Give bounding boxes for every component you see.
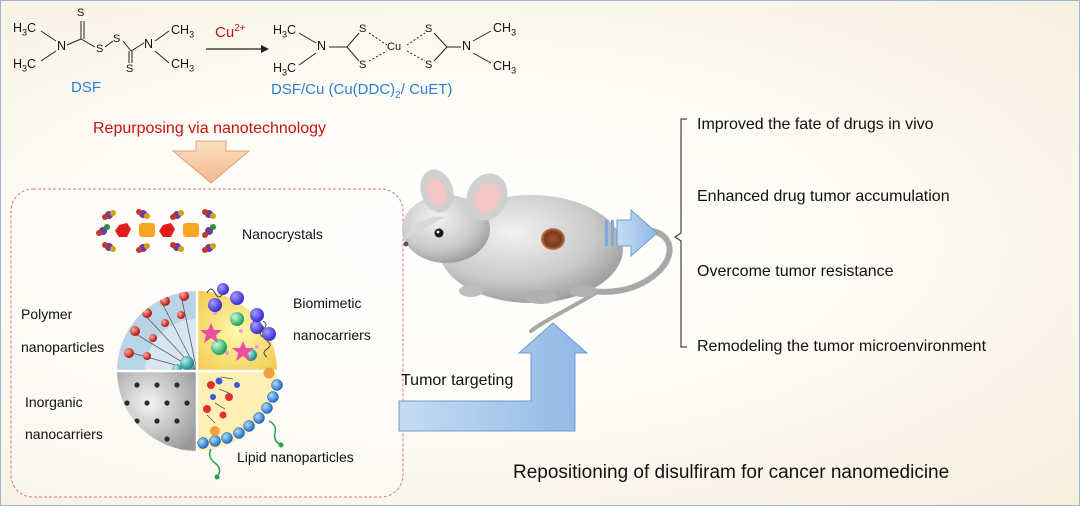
atom-h3c-4: H3C [273, 61, 297, 78]
dsf-label: DSF [71, 79, 101, 96]
outcome-arrow [605, 208, 658, 258]
cu-complex-structure [298, 30, 492, 66]
outcome-bracket [673, 118, 687, 348]
atom-h3c-1: H3C [13, 21, 37, 38]
down-arrow [171, 140, 251, 184]
outcome-3: Overcome tumor resistance [697, 263, 894, 280]
atom-s-3: S [113, 33, 121, 45]
biomimetic-label-1: Biomimetic [293, 295, 362, 311]
inorganic-label-2: nanocarriers [25, 426, 103, 442]
nanocrystals-label: Nanocrystals [242, 226, 323, 242]
reaction-arrow [206, 45, 269, 53]
tumor-targeting-arrow [398, 322, 589, 432]
caption: Repositioning of disulfiram for cancer n… [513, 462, 950, 483]
inorganic-label-1: Inorganic [25, 394, 83, 410]
atom-ch3-2: CH3 [171, 57, 195, 74]
mouse-illustration [402, 169, 673, 333]
atom-n-3: N [317, 39, 327, 53]
tumor-targeting-label: Tumor targeting [401, 372, 514, 389]
atom-s-4: S [126, 63, 134, 75]
atom-s-7: S [425, 23, 433, 35]
outcome-2: Enhanced drug tumor accumulation [697, 188, 950, 205]
atom-s-8: S [425, 59, 433, 71]
biomimetic-label-2: nanocarriers [293, 327, 371, 343]
atom-cu: Cu [387, 41, 402, 53]
outcome-1: Improved the fate of drugs in vivo [697, 116, 934, 133]
atom-h3c-3: H3C [273, 23, 297, 40]
polymer-label-1: Polymer [21, 306, 73, 322]
atom-s-1: S [77, 7, 85, 19]
polymer-label-2: nanoparticles [21, 339, 105, 355]
biomimetic-surface [206, 283, 276, 358]
atom-s-5: S [359, 23, 367, 35]
nanocrystals-graphic [96, 209, 216, 253]
atom-ch3-1: CH3 [171, 23, 195, 40]
atom-n-4: N [462, 39, 472, 53]
lipid-label: Lipid nanoparticles [237, 449, 354, 465]
lipid-bilayer [197, 367, 284, 480]
atom-n-1: N [57, 39, 67, 53]
atom-s-2: S [96, 43, 104, 55]
product-label: DSF/Cu (Cu(DDC)2/ CuET) [271, 81, 453, 101]
atom-h3c-2: H3C [13, 57, 37, 74]
outcome-4: Remodeling the tumor microenvironment [697, 338, 987, 355]
atom-ch3-4: CH3 [493, 59, 517, 76]
dsf-structure [40, 21, 170, 64]
repurposing-label: Repurposing via nanotechnology [93, 120, 327, 137]
atom-s-6: S [359, 59, 367, 71]
reagent-label: Cu2+ [215, 23, 246, 41]
atom-n-2: N [144, 37, 154, 51]
atom-ch3-3: CH3 [493, 21, 517, 38]
